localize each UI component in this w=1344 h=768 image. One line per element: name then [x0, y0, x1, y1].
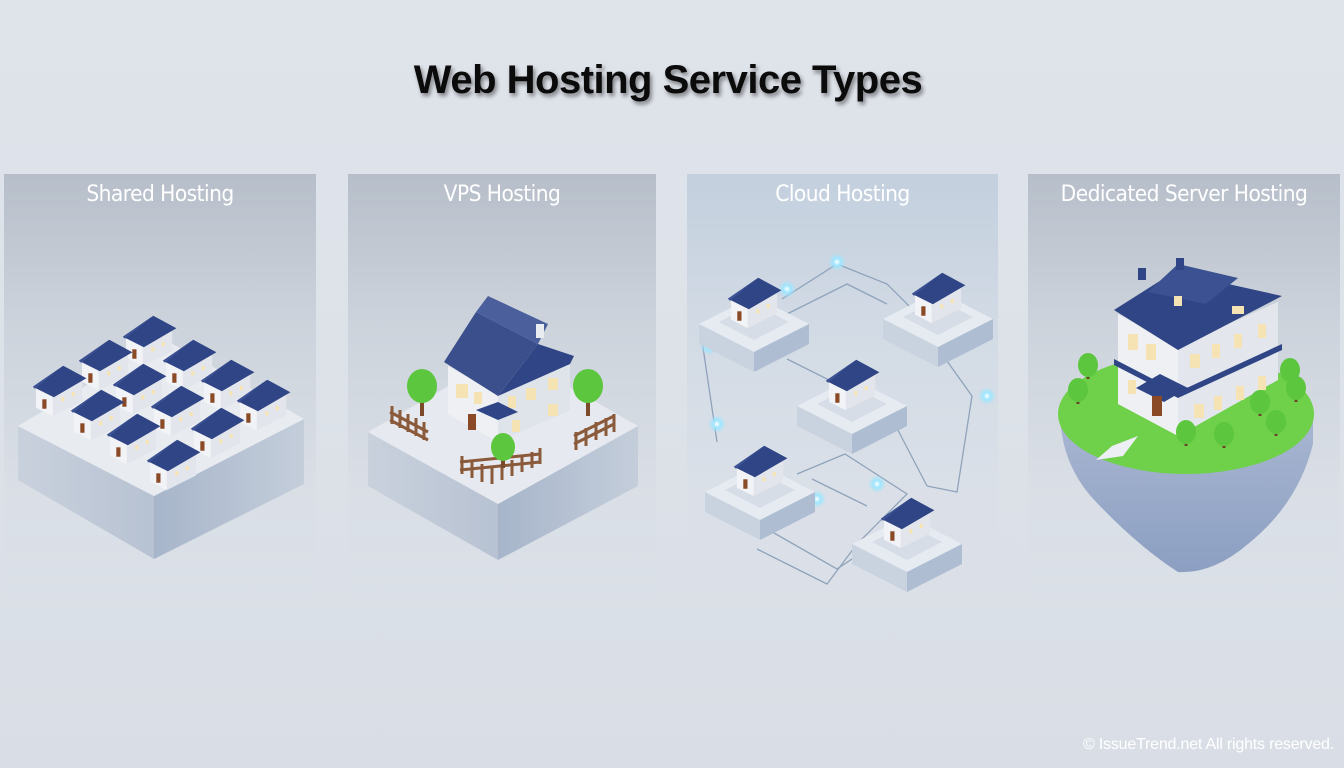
house-icon — [911, 272, 966, 324]
panel-dedicated-server-hosting: Dedicated Server Hosting — [1028, 174, 1340, 604]
cloud-node — [852, 497, 962, 592]
cloud-node — [883, 272, 993, 367]
panel-title-vps-hosting: VPS Hosting — [443, 182, 561, 207]
tree — [1078, 353, 1098, 379]
mansion — [1114, 258, 1282, 436]
cloud-hosting-illustration — [699, 253, 996, 592]
tree — [1068, 378, 1088, 404]
tree — [1286, 376, 1306, 402]
page-title: Web Hosting Service Types — [413, 58, 923, 102]
house — [444, 296, 574, 442]
tree — [407, 369, 437, 416]
glow-point — [708, 415, 726, 433]
block-left-face — [368, 432, 498, 560]
house-icon — [146, 439, 201, 491]
house-icon — [190, 407, 245, 459]
house-icon — [112, 363, 167, 415]
glow-point — [868, 475, 886, 493]
panel-shared-hosting: Shared Hosting — [4, 174, 316, 604]
house-icon — [727, 277, 782, 329]
panel-title-dedicated-server-hosting: Dedicated Server Hosting — [1060, 182, 1308, 207]
house-grid — [32, 315, 291, 491]
tree — [1214, 422, 1234, 448]
panel-cloud-hosting: Cloud Hosting — [687, 174, 998, 604]
house-icon — [825, 359, 880, 411]
house-icon — [236, 379, 291, 431]
cloud-node — [797, 359, 907, 454]
house-icon — [122, 315, 177, 367]
house-icon — [162, 339, 217, 391]
tree — [1266, 410, 1286, 436]
block-left-face — [18, 426, 154, 559]
block-right-face — [498, 426, 638, 560]
panel-title-cloud-hosting: Cloud Hosting — [775, 182, 910, 207]
tree — [1176, 420, 1196, 446]
vps-hosting-illustration — [368, 296, 638, 560]
house-icon — [733, 445, 788, 497]
glow-point — [978, 387, 996, 405]
shared-hosting-illustration — [18, 315, 304, 559]
house-icon — [78, 339, 133, 391]
dedicated-hosting-illustration — [1058, 258, 1314, 573]
tree — [491, 433, 515, 468]
block-right-face — [154, 419, 304, 559]
glow-point — [828, 253, 846, 271]
house-icon — [32, 365, 87, 417]
panel-title-shared-hosting: Shared Hosting — [86, 182, 234, 207]
panel-vps-hosting: VPS Hosting — [348, 174, 656, 604]
glow-point — [778, 280, 796, 298]
house-icon — [150, 385, 205, 437]
tree — [573, 369, 603, 416]
copyright-footer: © IssueTrend.net All rights reserved. — [1082, 736, 1334, 753]
house-icon — [880, 497, 935, 549]
tree — [1250, 390, 1270, 416]
cloud-nodes — [699, 272, 993, 592]
house-icon — [70, 389, 125, 441]
house-icon — [106, 413, 161, 465]
cloud-node — [699, 277, 809, 372]
cloud-node — [705, 445, 815, 540]
stairs — [1096, 436, 1138, 460]
house-icon — [200, 359, 255, 411]
trees — [1068, 353, 1306, 448]
